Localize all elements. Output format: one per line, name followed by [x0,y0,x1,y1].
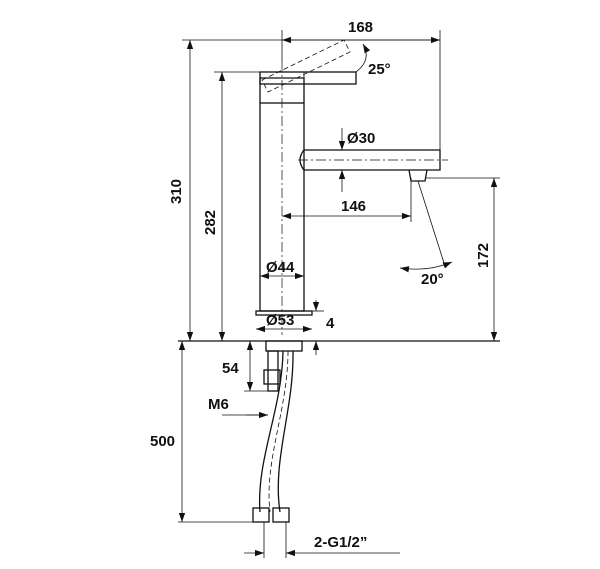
dim-outlet-offset: 146 [341,198,366,215]
dim-base-diameter: Ø53 [266,312,294,329]
hose-nut-right [272,507,290,523]
dim-hose-connection: 2-G1/2” [314,534,367,551]
threaded-stud [267,350,279,392]
dim-aerator-angle: 20° [421,271,444,288]
dim-spout-diameter: Ø30 [347,130,375,147]
dim-stud-thread: M6 [208,396,229,413]
handle-cap [259,77,305,103]
dimension-labels: 168 25° Ø30 310 282 146 172 20° Ø44 Ø53 … [150,19,492,551]
hose-nut-left [252,507,270,523]
faucet-outline [178,39,500,523]
handle-lever-open [261,39,351,93]
dim-outlet-height: 172 [475,243,492,268]
handle-lever [259,71,357,85]
mounting-block [265,340,303,352]
dim-stud-length: 54 [222,360,239,377]
dim-total-height: 310 [168,179,185,204]
dim-base-thickness: 4 [326,315,335,332]
dim-spout-reach: 168 [348,19,373,36]
hose-right [277,350,294,513]
hose-left [258,350,284,513]
spout [304,149,441,171]
aerator [408,169,428,182]
dim-hose-length: 500 [150,433,175,450]
dim-body-diameter: Ø44 [266,259,295,276]
dim-body-height: 282 [202,210,219,235]
extension-lines [178,30,500,558]
base-ring [255,310,313,316]
dimension-lines [178,36,498,557]
dim-lever-angle: 25° [368,61,391,78]
